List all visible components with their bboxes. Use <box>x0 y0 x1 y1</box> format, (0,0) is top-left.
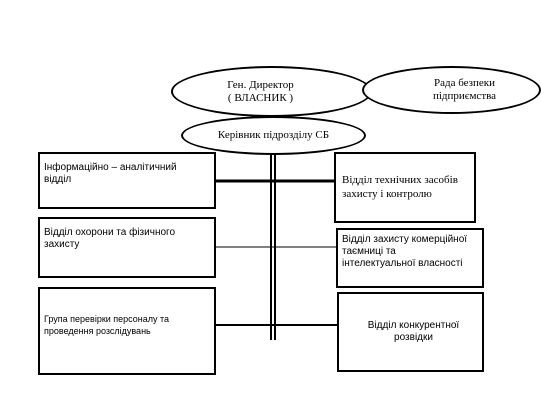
competitive-intelligence-line1: Відділ конкурентної <box>367 320 460 331</box>
trade-secret-department-line2: таємниці та <box>342 246 396 257</box>
guard-department-line2: захисту <box>44 239 80 250</box>
security-head-label: Керівник підрозділу СБ <box>217 129 330 141</box>
analytics-department-box: Інформаційно – аналітичний відділ <box>38 152 216 209</box>
competitive-intelligence-line2: розвідки <box>394 332 433 343</box>
technical-means-department-box: Відділ технічних засобів захисту і контр… <box>334 152 476 223</box>
security-council-line2: підприємства <box>432 90 497 102</box>
technical-means-department-line1: Відділ технічних засобів <box>342 174 458 186</box>
trade-secret-department-box: Відділ захисту комерційної таємниці та і… <box>336 228 484 288</box>
guard-department-box: Відділ охорони та фізичного захисту <box>38 217 216 278</box>
analytics-department-line2: відділ <box>44 174 72 185</box>
competitive-intelligence-department-box: Відділ конкурентної розвідки <box>337 292 484 372</box>
personnel-check-group-line1: Група перевірки персоналу та <box>44 314 170 324</box>
security-head-node: Керівник підрозділу СБ <box>181 116 366 155</box>
personnel-check-group-line2: проведення розслідувань <box>44 326 151 336</box>
analytics-department-line1: Інформаційно – аналітичний <box>44 162 177 173</box>
security-council-line1: Рада безпеки <box>433 77 496 89</box>
general-director-title: Ген. Директор <box>227 78 294 91</box>
guard-department-line1: Відділ охорони та фізичного <box>44 227 176 238</box>
technical-means-department-line2: захисту і контролю <box>342 188 432 200</box>
security-council-node: Рада безпеки підприємства <box>362 66 541 114</box>
trade-secret-department-line3: інтелектуальної власності <box>342 258 463 269</box>
general-director-owner: ( ВЛАСНИК ) <box>227 91 294 104</box>
general-director-node: Ген. Директор ( ВЛАСНИК ) <box>171 66 372 117</box>
personnel-check-group-box: Група перевірки персоналу та проведення … <box>38 287 216 375</box>
trade-secret-department-line1: Відділ захисту комерційної <box>342 234 468 245</box>
